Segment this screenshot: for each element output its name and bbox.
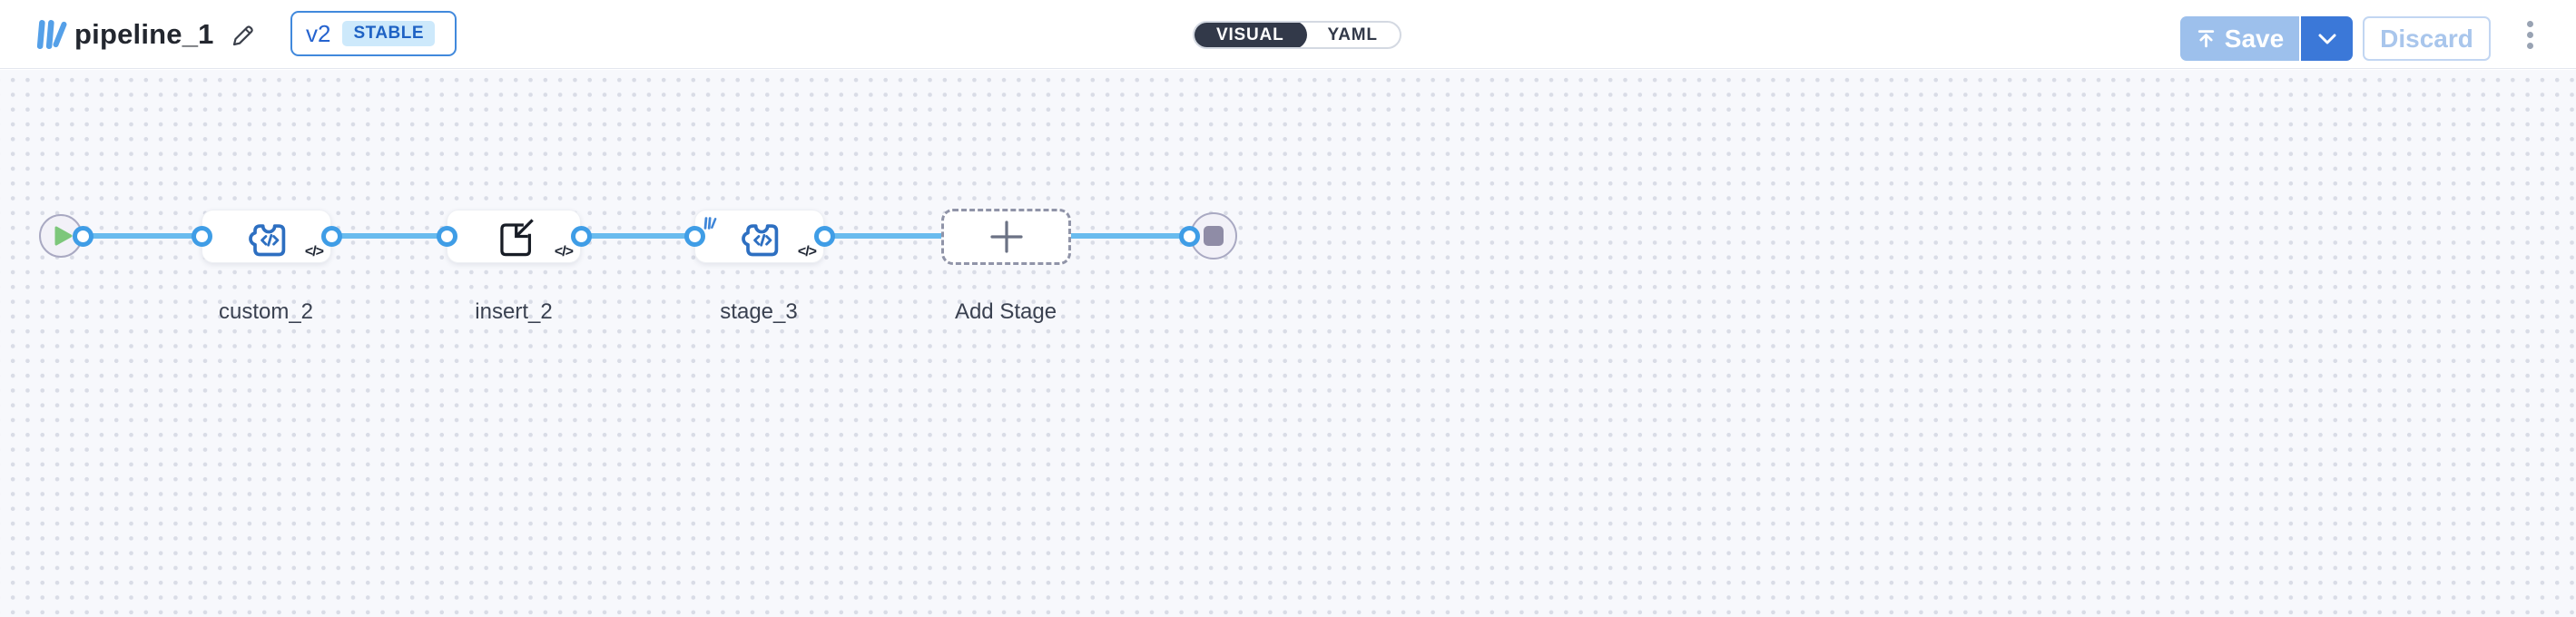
save-button[interactable]: Save	[2180, 16, 2299, 61]
discard-button-label: Discard	[2380, 24, 2473, 53]
play-icon	[54, 226, 72, 246]
puzzle-code-icon	[248, 223, 285, 256]
tab-visual[interactable]: VISUAL	[1194, 23, 1308, 47]
more-options-kebab-icon[interactable]	[2514, 15, 2545, 54]
stop-icon	[1204, 226, 1224, 246]
node-label-custom-2: custom_2	[218, 299, 314, 324]
port-end-in[interactable]	[1179, 226, 1200, 247]
connector-line	[83, 233, 1189, 239]
node-custom-2[interactable]: </>	[202, 210, 331, 263]
plus-icon	[989, 220, 1023, 253]
header-bar: pipeline_1 v2 STABLE VISUAL YAML Save	[0, 0, 2576, 69]
pipeline-logo-icon	[703, 217, 717, 230]
save-button-label: Save	[2224, 24, 2285, 53]
discard-button[interactable]: Discard	[2363, 16, 2491, 61]
save-split-button: Save	[2180, 16, 2353, 61]
port-custom2-in[interactable]	[192, 226, 212, 247]
port-stage3-out[interactable]	[814, 226, 835, 247]
code-badge: </>	[797, 244, 817, 260]
app-logo-icon	[36, 20, 67, 49]
tab-yaml[interactable]: YAML	[1327, 24, 1378, 44]
chevron-down-icon	[2318, 34, 2335, 44]
save-options-button[interactable]	[2301, 16, 2353, 61]
edit-title-pencil-icon[interactable]	[229, 21, 258, 50]
node-insert-2[interactable]: </>	[447, 210, 581, 263]
node-label-insert-2: insert_2	[475, 299, 553, 324]
editor-mode-toggle: VISUAL YAML	[1193, 21, 1401, 49]
add-stage-button[interactable]	[941, 209, 1071, 265]
code-badge: </>	[304, 244, 324, 260]
port-stage3-in[interactable]	[684, 226, 705, 247]
version-status-badge: STABLE	[342, 21, 436, 46]
port-insert2-in[interactable]	[437, 226, 457, 247]
insert-icon	[500, 218, 534, 256]
page-title: pipeline_1	[74, 18, 214, 50]
pipeline-canvas[interactable]: </> </> </>	[0, 70, 2576, 617]
code-badge: </>	[554, 244, 574, 260]
puzzle-code-icon	[741, 223, 778, 256]
node-label-add-stage: Add Stage	[954, 299, 1057, 324]
version-label: v2	[306, 19, 331, 47]
port-insert2-out[interactable]	[571, 226, 592, 247]
node-stage-3[interactable]: </>	[694, 210, 824, 263]
save-button-divider	[2299, 16, 2301, 61]
version-selector[interactable]: v2 STABLE	[290, 11, 457, 56]
port-custom2-out[interactable]	[321, 226, 342, 247]
port-start-out[interactable]	[73, 226, 93, 247]
node-label-stage-3: stage_3	[720, 299, 798, 324]
upload-icon	[2197, 30, 2214, 48]
